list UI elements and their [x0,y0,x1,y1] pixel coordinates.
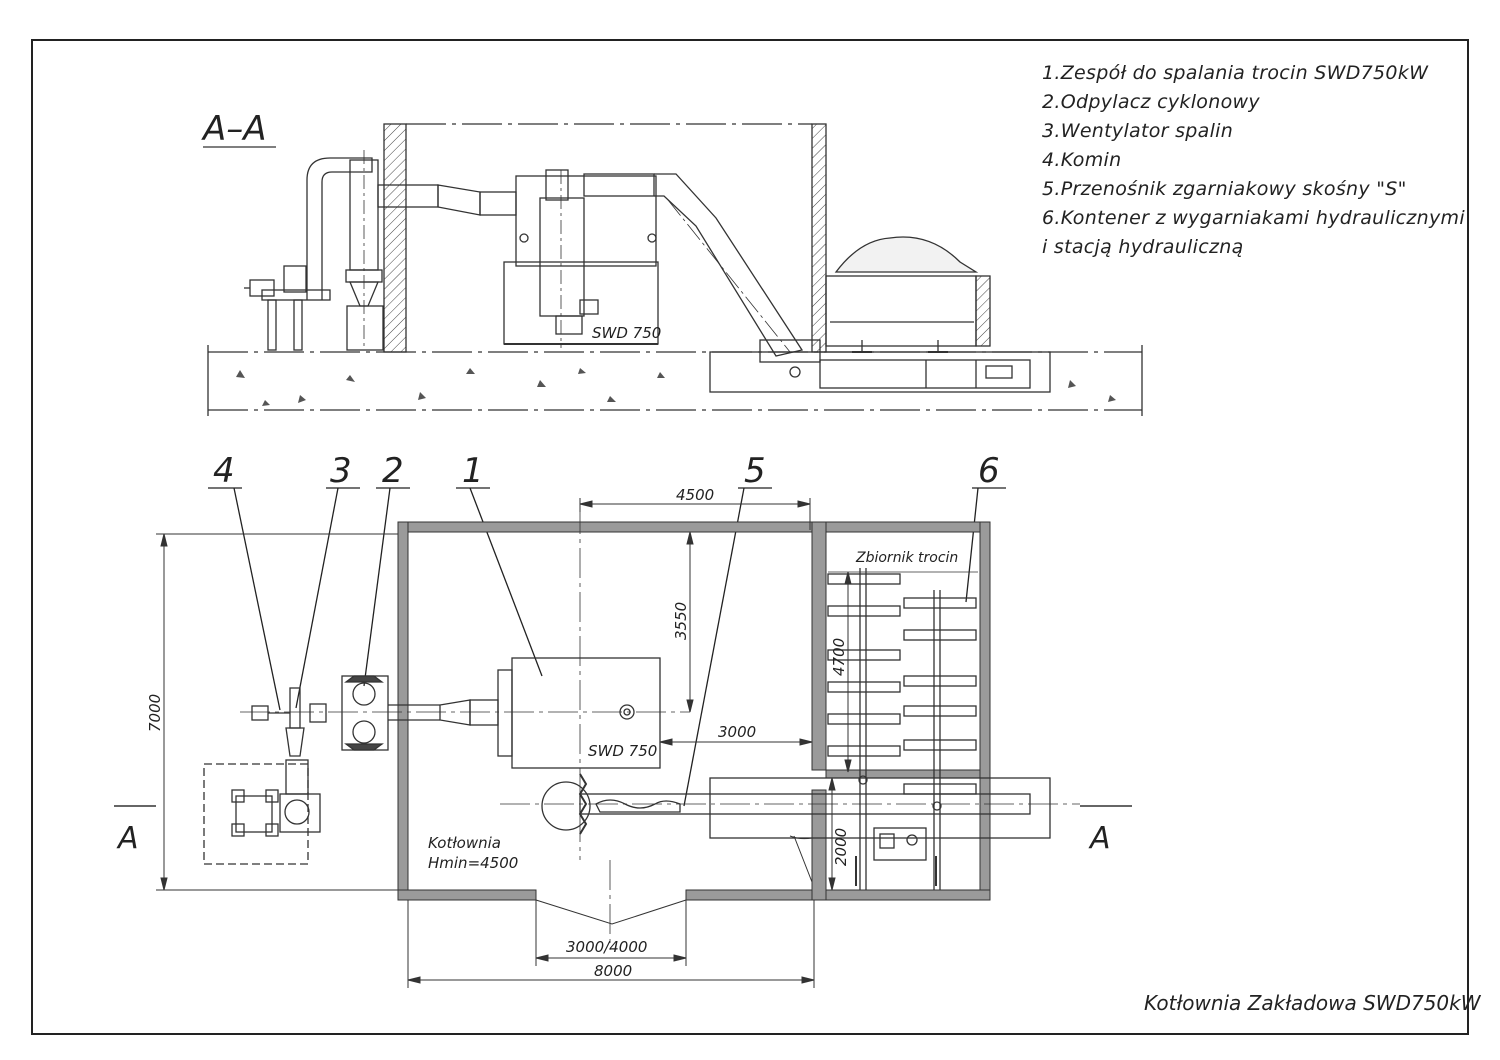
sawdust-container-plan: Zbiornik trocin [827,550,978,890]
callout-5: 5 [744,451,766,491]
chimney-section [244,157,373,351]
callout-1: 1 [462,451,484,491]
zbiornik-label: Zbiornik trocin [855,550,958,566]
cut-label-left: A [116,821,139,856]
sawdust-container-section [825,236,991,353]
legend-item-2: 2.Odpylacz cyklonowy [1042,91,1260,113]
callout-3: 3 [330,451,352,491]
footer-title: Kotłownia Zakładowa SWD750kW [1144,991,1482,1015]
section-view: A–A [201,109,1143,416]
cyclone-section [345,150,384,351]
dim-7000: 7000 [146,694,164,732]
legend-item-1: 1.Zespół do spalania trocin SWD750kW [1042,62,1429,84]
legend-item-5: 5.Przenośnik zgarniakowy skośny "S" [1042,178,1407,200]
plan-view: SWD 750 Zbiornik trocin [114,504,1132,950]
section-cut-marks: A A [114,805,1132,856]
callout-2: 2 [382,451,404,491]
legend-item-3: 3.Wentylator spalin [1042,120,1234,142]
drawing-frame [31,39,1469,1035]
swd750-plan-label: SWD 750 [588,742,657,760]
swd750-section-label: SWD 750 [592,324,661,342]
callouts: 4 3 2 1 5 6 [208,451,1006,807]
legend-item-4: 4.Komin [1042,149,1122,171]
cut-label-right: A [1088,821,1111,856]
callout-6: 6 [978,451,1000,491]
pit-section [709,351,1051,393]
legend-item-6: 6.Kontener z wygarniakami hydraulicznymi [1042,207,1465,229]
dimensions: 4500 3550 4700 3000 2000 7000 3000/4000 [146,486,852,988]
fan-plan [251,687,327,757]
door-plan [535,835,813,925]
dim-2000: 2000 [832,828,850,866]
chimney-plan [203,759,321,865]
cyclone-plan [341,675,499,751]
hmin-label: Hmin=4500 [428,854,518,872]
ground-section [207,345,1143,416]
legend-item-6-cont: i stacją hydrauliczną [1042,236,1244,258]
swd750-unit-section: SWD 750 [503,169,661,348]
dim-8000: 8000 [594,962,632,980]
dim-3000-4000: 3000/4000 [566,938,647,956]
dim-4700: 4700 [830,638,848,676]
kotlownia-label: Kotłownia [428,834,501,852]
section-title: A–A [201,109,267,149]
swd750-unit-plan: SWD 750 [497,657,661,769]
dim-3550: 3550 [672,602,690,640]
building-walls-plan [397,521,991,901]
horizontal-conveyor-plan [541,773,1051,839]
dim-4500: 4500 [676,486,714,504]
dim-3000: 3000 [718,723,756,741]
callout-4: 4 [213,451,235,491]
inclined-conveyor-section [583,173,821,363]
wall-right-section [811,123,827,353]
wall-left-section [383,123,407,353]
